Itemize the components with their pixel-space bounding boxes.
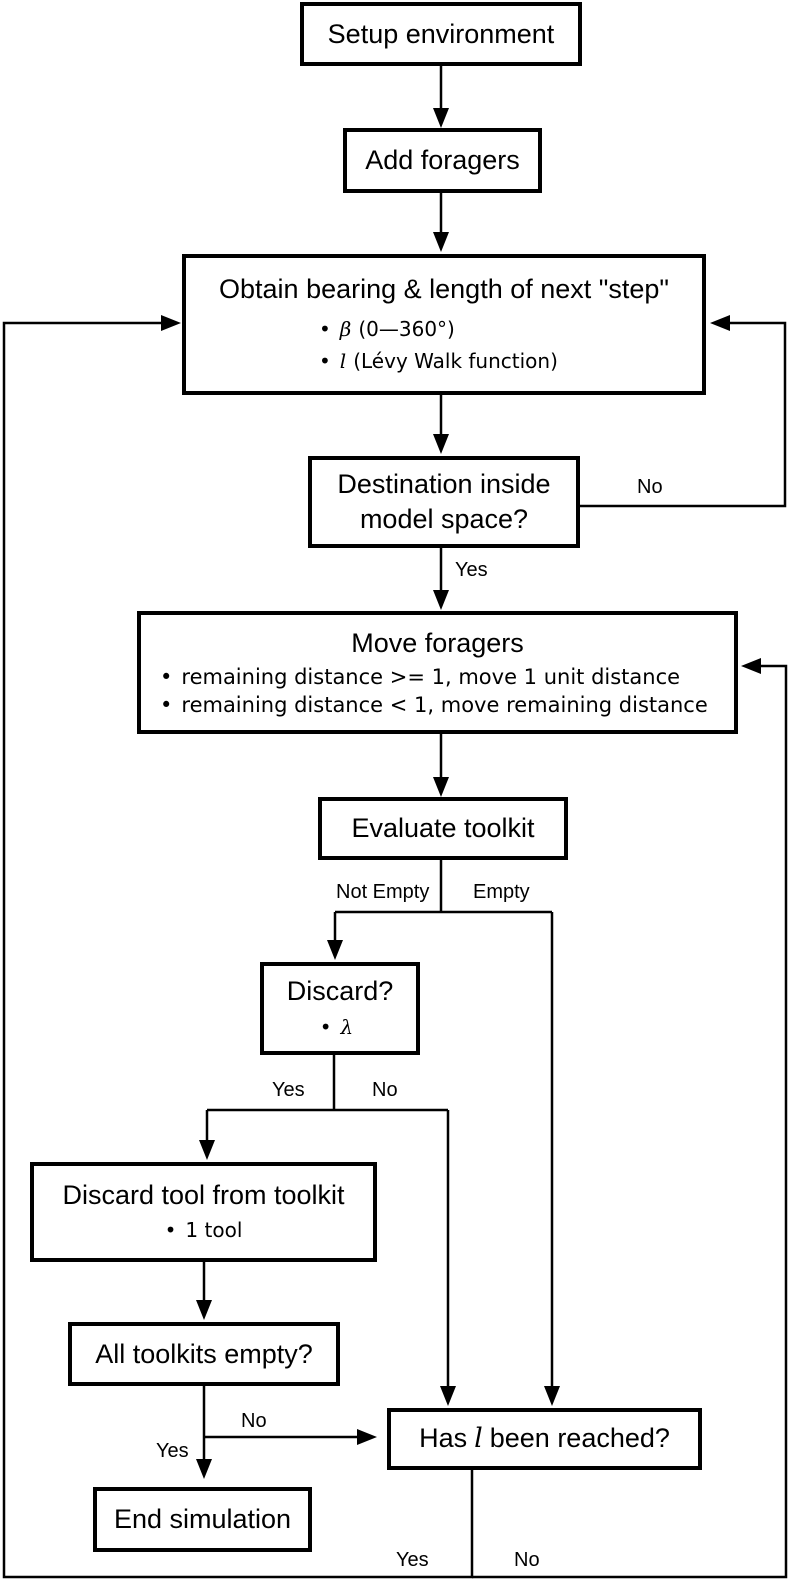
- bullet-line: • remaining distance < 1, move remaining …: [160, 692, 708, 719]
- edge-label-allempty-yes: Yes: [156, 1440, 189, 1462]
- edge-label-allempty-no: No: [241, 1410, 267, 1432]
- node-title: Obtain bearing & length of next "step": [219, 274, 669, 305]
- node-end-simulation: End simulation: [93, 1487, 312, 1552]
- edge-label-discard-yes: Yes: [272, 1079, 305, 1101]
- edge-setup-to-add: [433, 66, 449, 128]
- edge-label-destination-yes: Yes: [455, 559, 488, 581]
- bullet-text: remaining distance >= 1, move 1 unit dis…: [181, 665, 681, 690]
- bullet-text: 1 tool: [185, 1218, 243, 1243]
- bullet-line: • remaining distance >= 1, move 1 unit di…: [160, 664, 708, 691]
- edge-label-empty: Empty: [473, 881, 530, 903]
- bullet-line: • 1 tool: [165, 1214, 243, 1246]
- node-all-toolkits-empty: All toolkits empty?: [68, 1322, 340, 1386]
- l-symbol: l: [474, 1423, 483, 1455]
- edge-label-hasl-yes: Yes: [396, 1549, 429, 1571]
- node-bullets: • 1 tool: [165, 1214, 243, 1246]
- bullet-text: (Lévy Walk function): [353, 348, 558, 373]
- node-add-foragers: Add foragers: [343, 128, 542, 193]
- bullet-dot: •: [164, 1218, 177, 1243]
- node-obtain-step: Obtain bearing & length of next "step" •…: [182, 254, 706, 395]
- node-title: Setup environment: [327, 18, 555, 49]
- edge-hasl-yes-loop: [2, 315, 474, 1579]
- node-title: Add foragers: [365, 145, 520, 176]
- edge-hasl-no-loop: [472, 658, 788, 1579]
- edge-label-discard-no: No: [372, 1079, 398, 1101]
- node-title: Discard tool from toolkit: [62, 1179, 345, 1210]
- beta-symbol: β: [339, 316, 352, 341]
- edge-allempty-no-to-hasl: [204, 1429, 377, 1445]
- edge-evaluate-split: [327, 858, 560, 1406]
- edge-label-not-empty: Not Empty: [336, 881, 430, 903]
- node-discard-question: Discard? •λ: [260, 962, 420, 1055]
- bullet-dot: •: [319, 348, 331, 373]
- bullet-dot: •: [319, 316, 331, 341]
- edge-destination-no-loop: [580, 315, 787, 508]
- bullet-line: • β(0—360°): [319, 313, 558, 345]
- bullet-dot: •: [160, 665, 173, 690]
- node-title-line2: model space?: [359, 504, 529, 534]
- edge-obtain-to-destination: [433, 395, 449, 454]
- node-setup-environment: Setup environment: [300, 2, 582, 66]
- edge-label-hasl-no: No: [514, 1549, 540, 1571]
- l-symbol: l: [339, 348, 347, 373]
- edge-discardtool-to-allempty: [196, 1262, 212, 1320]
- node-title: End simulation: [113, 1504, 292, 1535]
- title-prefix: Has: [419, 1423, 468, 1454]
- edge-move-to-evaluate: [433, 734, 449, 797]
- bullet-text: (0—360°): [358, 316, 455, 341]
- edge-add-to-obtain: [433, 193, 449, 252]
- bullet-dot: •: [319, 1014, 332, 1039]
- node-title: All toolkits empty?: [95, 1338, 313, 1369]
- node-discard-tool: Discard tool from toolkit • 1 tool: [30, 1162, 377, 1262]
- title-suffix: been reached?: [489, 1423, 670, 1454]
- bullet-line: • l(Lévy Walk function): [319, 345, 558, 377]
- edge-allempty-yes-to-end: [196, 1386, 212, 1479]
- node-bullets: •λ: [320, 1011, 360, 1043]
- node-evaluate-toolkit: Evaluate toolkit: [318, 797, 568, 860]
- node-title: Discard?: [286, 976, 394, 1007]
- bullet-text: remaining distance < 1, move remaining d…: [181, 692, 708, 717]
- node-title-line1: Destination inside: [337, 469, 551, 500]
- node-bullets: • β(0—360°) • l(Lévy Walk function): [319, 313, 558, 377]
- lambda-symbol: λ: [340, 1014, 354, 1039]
- node-title: Evaluate toolkit: [351, 813, 535, 844]
- edge-discard-split: [199, 1055, 456, 1406]
- bullet-line: •λ: [320, 1011, 360, 1043]
- node-move-foragers: Move foragers • remaining distance >= 1, …: [137, 611, 738, 734]
- edge-destination-yes-to-move: [433, 548, 449, 610]
- node-destination-inside: Destination inside model space?: [308, 456, 580, 548]
- node-title: Move foragers: [351, 627, 524, 658]
- bullet-dot: •: [160, 692, 173, 717]
- edge-label-destination-no: No: [637, 476, 663, 498]
- node-bullets: • remaining distance >= 1, move 1 unit di…: [160, 664, 708, 719]
